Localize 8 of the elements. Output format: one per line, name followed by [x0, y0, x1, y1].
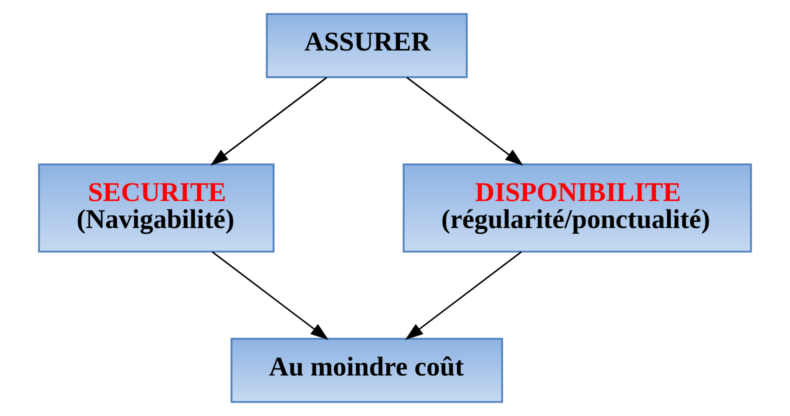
- arrow: [405, 251, 522, 340]
- node-box: DISPONIBILITE (régularité/ponctualité): [402, 164, 752, 252]
- node-box: Au moindre coût: [230, 338, 504, 403]
- arrow: [406, 76, 524, 166]
- node-box: ASSURER: [266, 13, 468, 78]
- arrow: [210, 76, 328, 166]
- node-box: SECURITE (Navigabilité): [38, 164, 274, 252]
- arrow: [212, 251, 329, 340]
